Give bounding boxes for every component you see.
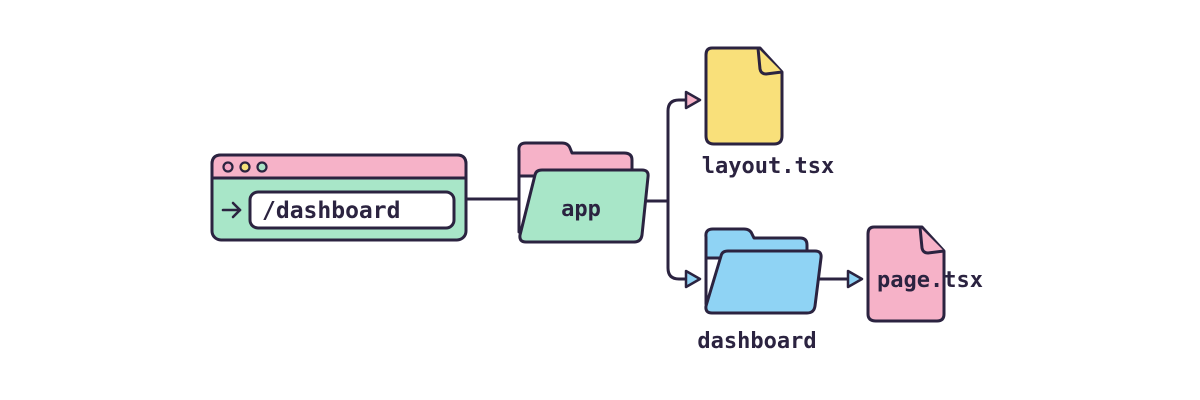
address-bar-url: /dashboard (262, 198, 400, 224)
window-dot-close-icon (222, 161, 234, 173)
dashboard-folder-icon (704, 227, 823, 315)
connectors (464, 98, 850, 281)
arrow-to-layout-icon (684, 90, 702, 110)
page-file-label: page.tsx (877, 268, 983, 293)
browser-titlebar (210, 153, 468, 180)
arrow-to-page-icon (846, 269, 864, 289)
browser-window: /dashboard (210, 153, 468, 242)
layout-file-icon (704, 46, 784, 146)
window-dot-minimize-icon (239, 161, 251, 173)
window-dot-maximize-icon (256, 161, 268, 173)
go-arrow-icon (221, 201, 242, 219)
app-folder-label: app (561, 197, 601, 222)
layout-file-label: layout.tsx (702, 154, 834, 179)
branch-to-dashboard-connector (666, 199, 690, 281)
address-bar (248, 190, 456, 230)
arrow-to-dashboard-icon (684, 269, 702, 289)
branch-to-layout-connector (666, 98, 690, 203)
page-file-icon (866, 225, 946, 323)
dashboard-folder-label: dashboard (697, 329, 816, 354)
app-folder-icon: app (517, 141, 650, 244)
